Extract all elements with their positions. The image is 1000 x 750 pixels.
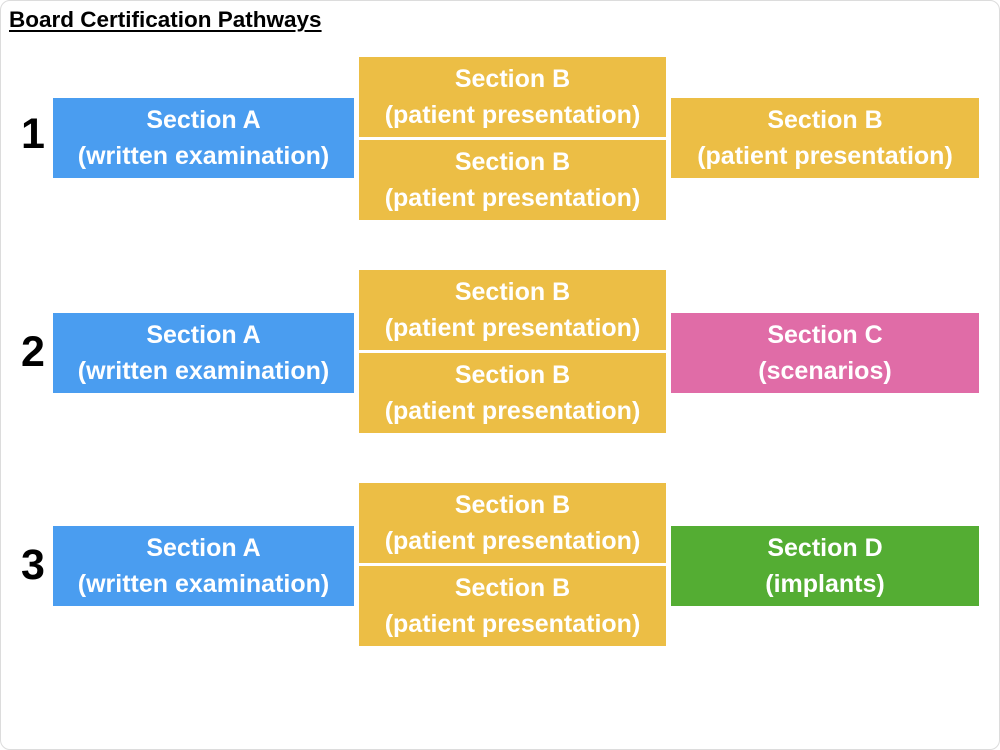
box-title: Section C (767, 321, 883, 349)
pathway-1-section-a-box: Section A (written examination) (53, 98, 354, 178)
box-subtitle: (written examination) (77, 142, 330, 170)
pathway-2-number: 2 (21, 328, 45, 376)
pathway-1-section-b-box-2: Section B (patient presentation) (359, 140, 666, 220)
box-subtitle: (patient presentation) (384, 314, 641, 342)
box-subtitle: (written examination) (77, 357, 330, 385)
pathway-1-number: 1 (21, 110, 45, 158)
pathway-2-section-c-box: Section C (scenarios) (671, 313, 979, 393)
box-title: Section B (454, 361, 571, 389)
box-title: Section A (146, 321, 261, 349)
box-title: Section B (454, 148, 571, 176)
box-subtitle: (patient presentation) (384, 610, 641, 638)
pathway-3-section-d-box: Section D (implants) (671, 526, 979, 606)
box-subtitle: (patient presentation) (697, 142, 953, 170)
page-title: Board Certification Pathways (9, 7, 322, 32)
box-title: Section A (146, 106, 261, 134)
box-title: Section B (454, 574, 571, 602)
box-subtitle: (patient presentation) (384, 101, 641, 129)
box-subtitle: (written examination) (77, 570, 330, 598)
pathway-1-section-b-box-3: Section B (patient presentation) (671, 98, 979, 178)
pathway-3-number: 3 (21, 541, 45, 589)
pathway-2-section-b-box-1: Section B (patient presentation) (359, 270, 666, 350)
box-subtitle: (patient presentation) (384, 397, 641, 425)
box-subtitle: (scenarios) (758, 357, 892, 385)
pathway-2-section-b-box-2: Section B (patient presentation) (359, 353, 666, 433)
pathway-3-section-b-box-1: Section B (patient presentation) (359, 483, 666, 563)
box-subtitle: (patient presentation) (384, 527, 641, 555)
box-title: Section D (767, 534, 883, 562)
pathway-2-section-a-box: Section A (written examination) (53, 313, 354, 393)
box-title: Section B (454, 491, 571, 519)
pathway-3-section-a-box: Section A (written examination) (53, 526, 354, 606)
box-subtitle: (patient presentation) (384, 184, 641, 212)
pathway-1-section-b-box-1: Section B (patient presentation) (359, 57, 666, 137)
box-title: Section A (146, 534, 261, 562)
box-title: Section B (454, 278, 571, 306)
box-title: Section B (767, 106, 883, 134)
pathway-3-section-b-box-2: Section B (patient presentation) (359, 566, 666, 646)
box-title: Section B (454, 65, 571, 93)
box-subtitle: (implants) (765, 570, 885, 598)
